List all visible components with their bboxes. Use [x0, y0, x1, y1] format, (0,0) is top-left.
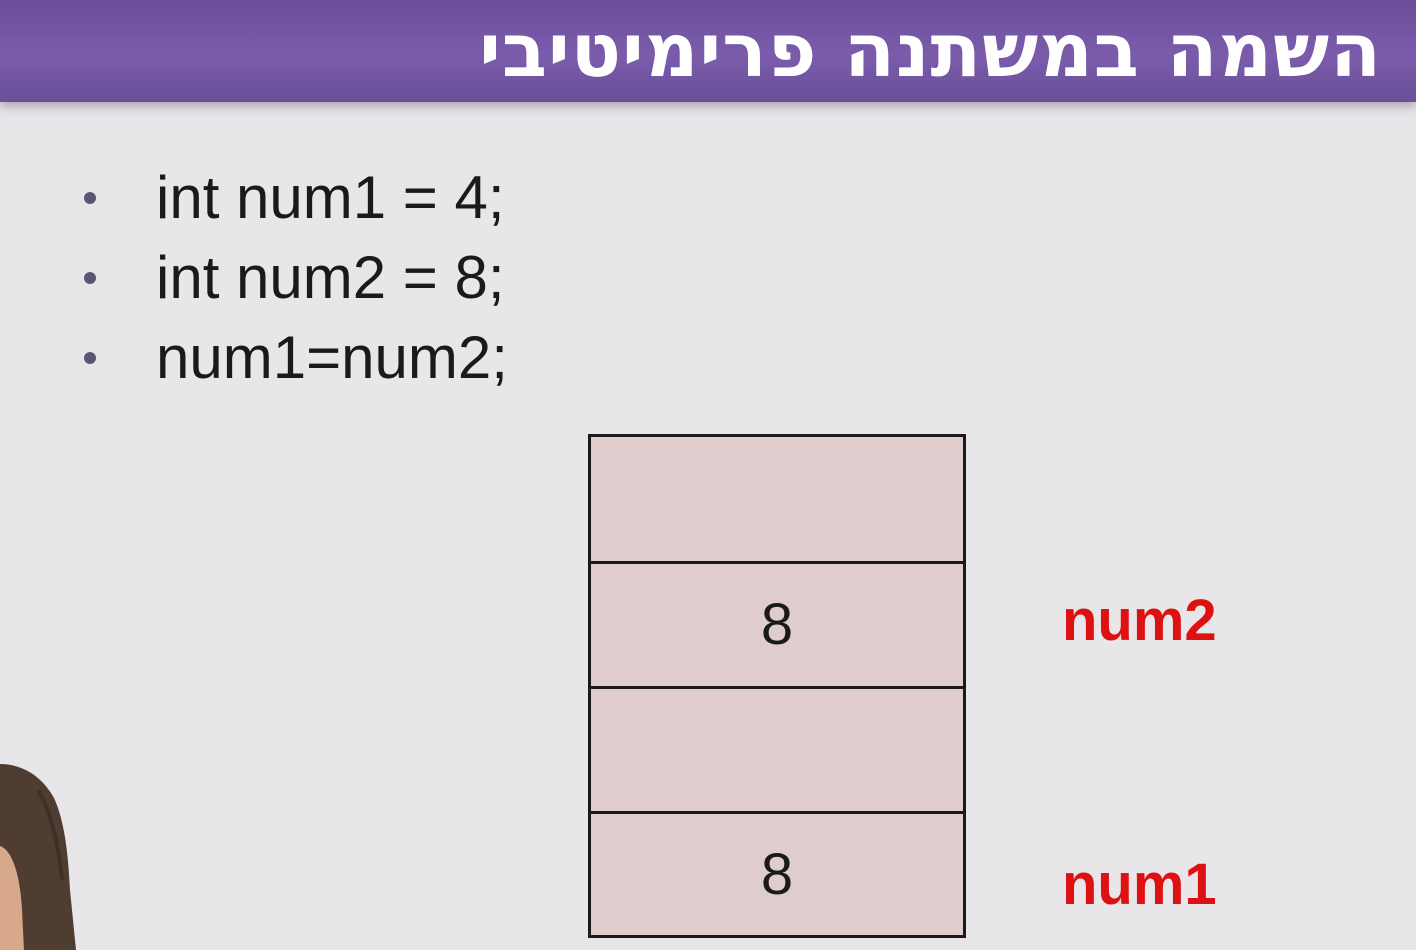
code-line: int num2 = 8; [156, 244, 505, 311]
memory-cell-num1: 8 [591, 811, 963, 936]
memory-cell-empty [591, 686, 963, 811]
slide-title: השמה במשתנה פרימיטיבי [479, 8, 1382, 94]
memory-stack-diagram: 8 8 [588, 434, 966, 938]
code-line: num1=num2; [156, 324, 508, 391]
memory-cell-num2: 8 [591, 561, 963, 686]
code-line: int num1 = 4; [156, 164, 505, 231]
bullet-dot-icon [84, 272, 96, 284]
bullet-dot-icon [84, 352, 96, 364]
presenter-sleeve-shadow [36, 788, 64, 881]
presenter-video-partial [0, 764, 76, 950]
presenter-arm [0, 846, 24, 950]
slide-title-bar: השמה במשתנה פרימיטיבי [0, 0, 1416, 102]
variable-label-num2: num2 [1062, 588, 1217, 653]
memory-cell-empty [591, 437, 963, 559]
variable-label-num1: num1 [1062, 852, 1217, 917]
bullet-dot-icon [84, 192, 96, 204]
